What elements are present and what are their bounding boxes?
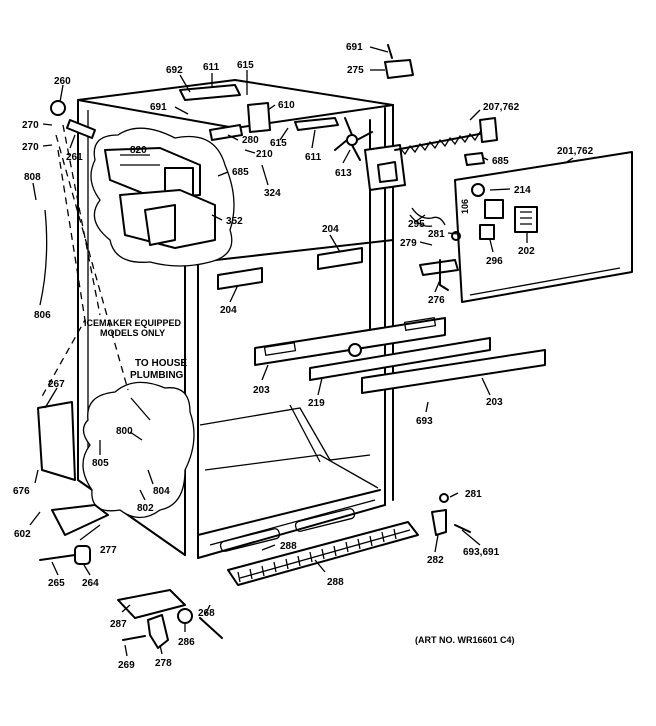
base-grille bbox=[227, 521, 419, 586]
label-204: 204 bbox=[322, 224, 339, 235]
label-324: 324 bbox=[264, 188, 281, 199]
label-219: 219 bbox=[308, 398, 325, 409]
label-800: 800 bbox=[116, 426, 133, 437]
label-286: 286 bbox=[178, 637, 195, 648]
label-692: 692 bbox=[166, 65, 183, 76]
label-288: 288 bbox=[280, 541, 297, 552]
label-202: 202 bbox=[518, 246, 535, 257]
label-281: 281 bbox=[428, 229, 445, 240]
label-691: 691 bbox=[346, 42, 363, 53]
panel-code: 106 bbox=[460, 199, 470, 214]
label-615: 615 bbox=[237, 60, 254, 71]
label-281: 281 bbox=[465, 489, 482, 500]
label-270: 270 bbox=[22, 120, 39, 131]
label-676: 676 bbox=[13, 486, 30, 497]
notes: ICEMAKER EQUIPPED MODELS ONLY TO HOUSE P… bbox=[84, 318, 515, 645]
label-207-762: 207,762 bbox=[483, 102, 520, 113]
label-204: 204 bbox=[220, 305, 237, 316]
label-288: 288 bbox=[327, 577, 344, 588]
plumbing-note-line1: TO HOUSE bbox=[135, 358, 187, 369]
label-820: 820 bbox=[130, 145, 147, 156]
label-691: 691 bbox=[150, 102, 167, 113]
leader-lines bbox=[29, 46, 574, 657]
art-number: (ART NO. WR16601 C4) bbox=[415, 635, 515, 645]
hinge-bracket-282 bbox=[431, 509, 447, 536]
label-278: 278 bbox=[155, 658, 172, 669]
label-268: 268 bbox=[198, 608, 215, 619]
icemaker-assembly bbox=[104, 147, 216, 249]
label-610: 610 bbox=[278, 100, 295, 111]
label-296: 296 bbox=[486, 256, 503, 267]
plumbing-note-line2: PLUMBING bbox=[130, 370, 184, 381]
label-203: 203 bbox=[253, 385, 270, 396]
bracket-204-left bbox=[217, 267, 263, 290]
label-611: 611 bbox=[203, 62, 220, 73]
label-264: 264 bbox=[82, 578, 99, 589]
label-615: 615 bbox=[270, 138, 287, 149]
label-267: 267 bbox=[48, 379, 65, 390]
label-201-762: 201,762 bbox=[557, 146, 594, 157]
label-203: 203 bbox=[486, 397, 503, 408]
bracket-204-right bbox=[317, 247, 363, 270]
side-panel-267 bbox=[37, 401, 76, 481]
label-276: 276 bbox=[428, 295, 445, 306]
label-808: 808 bbox=[24, 172, 41, 183]
label-806: 806 bbox=[34, 310, 51, 321]
label-210: 210 bbox=[256, 149, 273, 160]
damper-bracket bbox=[409, 207, 459, 291]
label-802: 802 bbox=[137, 503, 154, 514]
shelf-rails bbox=[254, 316, 546, 394]
label-214: 214 bbox=[514, 185, 531, 196]
top-controls bbox=[50, 44, 498, 191]
label-295: 295 bbox=[408, 219, 425, 230]
icemaker-note-line2: MODELS ONLY bbox=[100, 328, 165, 338]
label-280: 280 bbox=[242, 135, 259, 146]
label-352: 352 bbox=[226, 216, 243, 227]
label-287: 287 bbox=[110, 619, 127, 630]
label-270: 270 bbox=[22, 142, 39, 153]
label-279: 279 bbox=[400, 238, 417, 249]
part-number-labels: 691 275 692 611 615 260 691 610 207,762 … bbox=[13, 42, 594, 671]
label-260: 260 bbox=[54, 76, 71, 87]
lower-hinge-parts bbox=[39, 504, 223, 649]
control-panel: 106 bbox=[451, 151, 633, 303]
label-282: 282 bbox=[427, 555, 444, 566]
label-685: 685 bbox=[492, 156, 509, 167]
label-275: 275 bbox=[347, 65, 364, 76]
label-805: 805 bbox=[92, 458, 109, 469]
label-693: 693 bbox=[416, 416, 433, 427]
label-685: 685 bbox=[232, 167, 249, 178]
plumbing-callout-cloud bbox=[82, 381, 195, 519]
icemaker-note-line1: ICEMAKER EQUIPPED bbox=[84, 318, 182, 328]
label-804: 804 bbox=[153, 486, 170, 497]
label-693-691: 693,691 bbox=[463, 547, 500, 558]
screw-281 bbox=[439, 493, 449, 503]
label-277: 277 bbox=[100, 545, 117, 556]
label-613: 613 bbox=[335, 168, 352, 179]
label-611: 611 bbox=[305, 152, 322, 163]
label-602: 602 bbox=[14, 529, 31, 540]
label-265: 265 bbox=[48, 578, 65, 589]
fan-blade bbox=[334, 117, 373, 161]
label-269: 269 bbox=[118, 660, 135, 671]
label-261: 261 bbox=[66, 152, 83, 163]
